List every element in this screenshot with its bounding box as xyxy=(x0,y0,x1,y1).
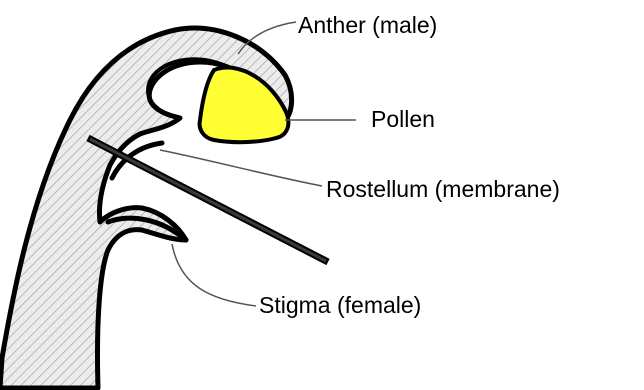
leader-rostellum xyxy=(160,150,322,186)
label-anther: Anther (male) xyxy=(298,14,437,37)
probe-stick-core xyxy=(90,139,326,261)
label-pollen: Pollen xyxy=(371,108,435,131)
label-stigma: Stigma (female) xyxy=(259,294,421,317)
label-rostellum: Rostellum (membrane) xyxy=(326,178,560,201)
leader-stigma xyxy=(172,244,256,306)
